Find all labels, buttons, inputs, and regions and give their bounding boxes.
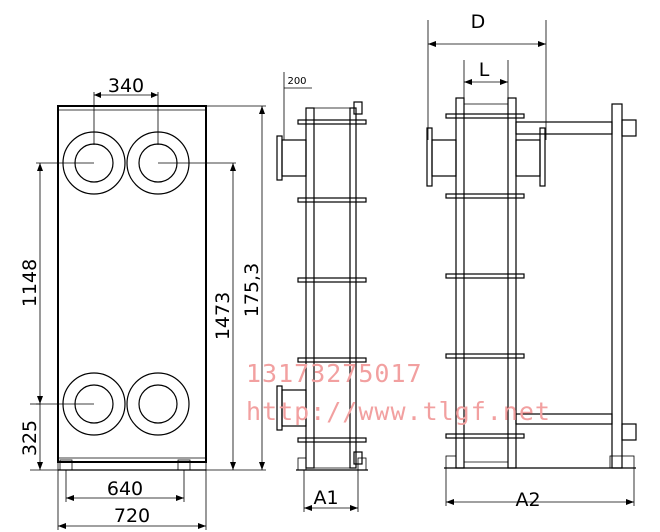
side-view-a1: 200 A1 — [276, 72, 368, 512]
watermark-url: http://www.tlgf.net — [246, 397, 551, 426]
dim-bottom-offset: 325 — [19, 420, 41, 456]
lower-guide-bar — [515, 413, 613, 425]
dim-frame-outer-height: 175,3 — [241, 263, 263, 317]
dim-plate-pack: L — [479, 59, 490, 81]
nozzle-a2-left — [431, 139, 457, 177]
nozzle-top — [281, 139, 307, 177]
dim-width-outer: 720 — [114, 505, 150, 527]
port-bottom-right — [126, 372, 190, 436]
upper-guide-bar — [515, 121, 613, 135]
side-view-a2: D L — [426, 11, 637, 511]
dim-port-spacing: 340 — [108, 75, 144, 97]
pressure-plate — [349, 107, 357, 469]
front-view: 340 1148 325 1473 175,3 640 — [19, 75, 266, 530]
dim-flange-width: 200 — [287, 76, 306, 87]
watermark-phone: 13173275017 — [246, 359, 423, 388]
support-column — [611, 103, 623, 469]
dim-frame-inner-height: 1473 — [212, 292, 234, 340]
fixed-plate — [305, 107, 315, 469]
label-a2: A2 — [515, 489, 540, 511]
frame-outline — [57, 105, 207, 463]
label-a1: A1 — [313, 487, 338, 509]
dim-width-inner: 640 — [107, 478, 143, 500]
tie-bolts-a2 — [445, 113, 525, 439]
dim-overall-depth: D — [471, 11, 486, 33]
dim-port-vertical: 1148 — [19, 259, 41, 307]
nozzle-a2-right — [515, 139, 541, 177]
